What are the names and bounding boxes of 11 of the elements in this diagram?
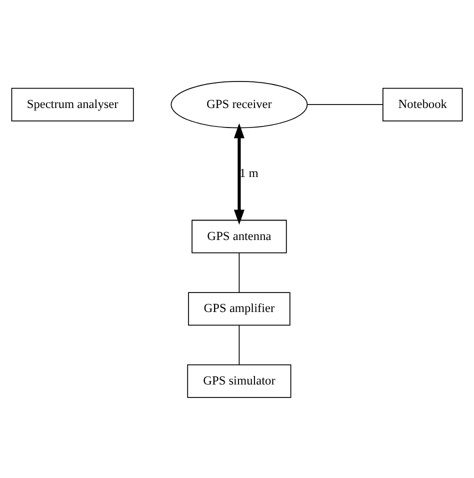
arrow [234,122,244,224]
connector [306,104,384,105]
node-ellipse: GPS receiver [170,80,308,128]
node-box: GPS amplifier [188,292,290,326]
connector [238,252,240,292]
node-box: Notebook [382,87,463,121]
node-box: Spectrum analyser [11,87,134,121]
node-box: GPS simulator [187,364,292,398]
connector [238,324,240,365]
edge-label: 1 m [239,166,258,180]
node-box: GPS antenna [192,219,287,253]
